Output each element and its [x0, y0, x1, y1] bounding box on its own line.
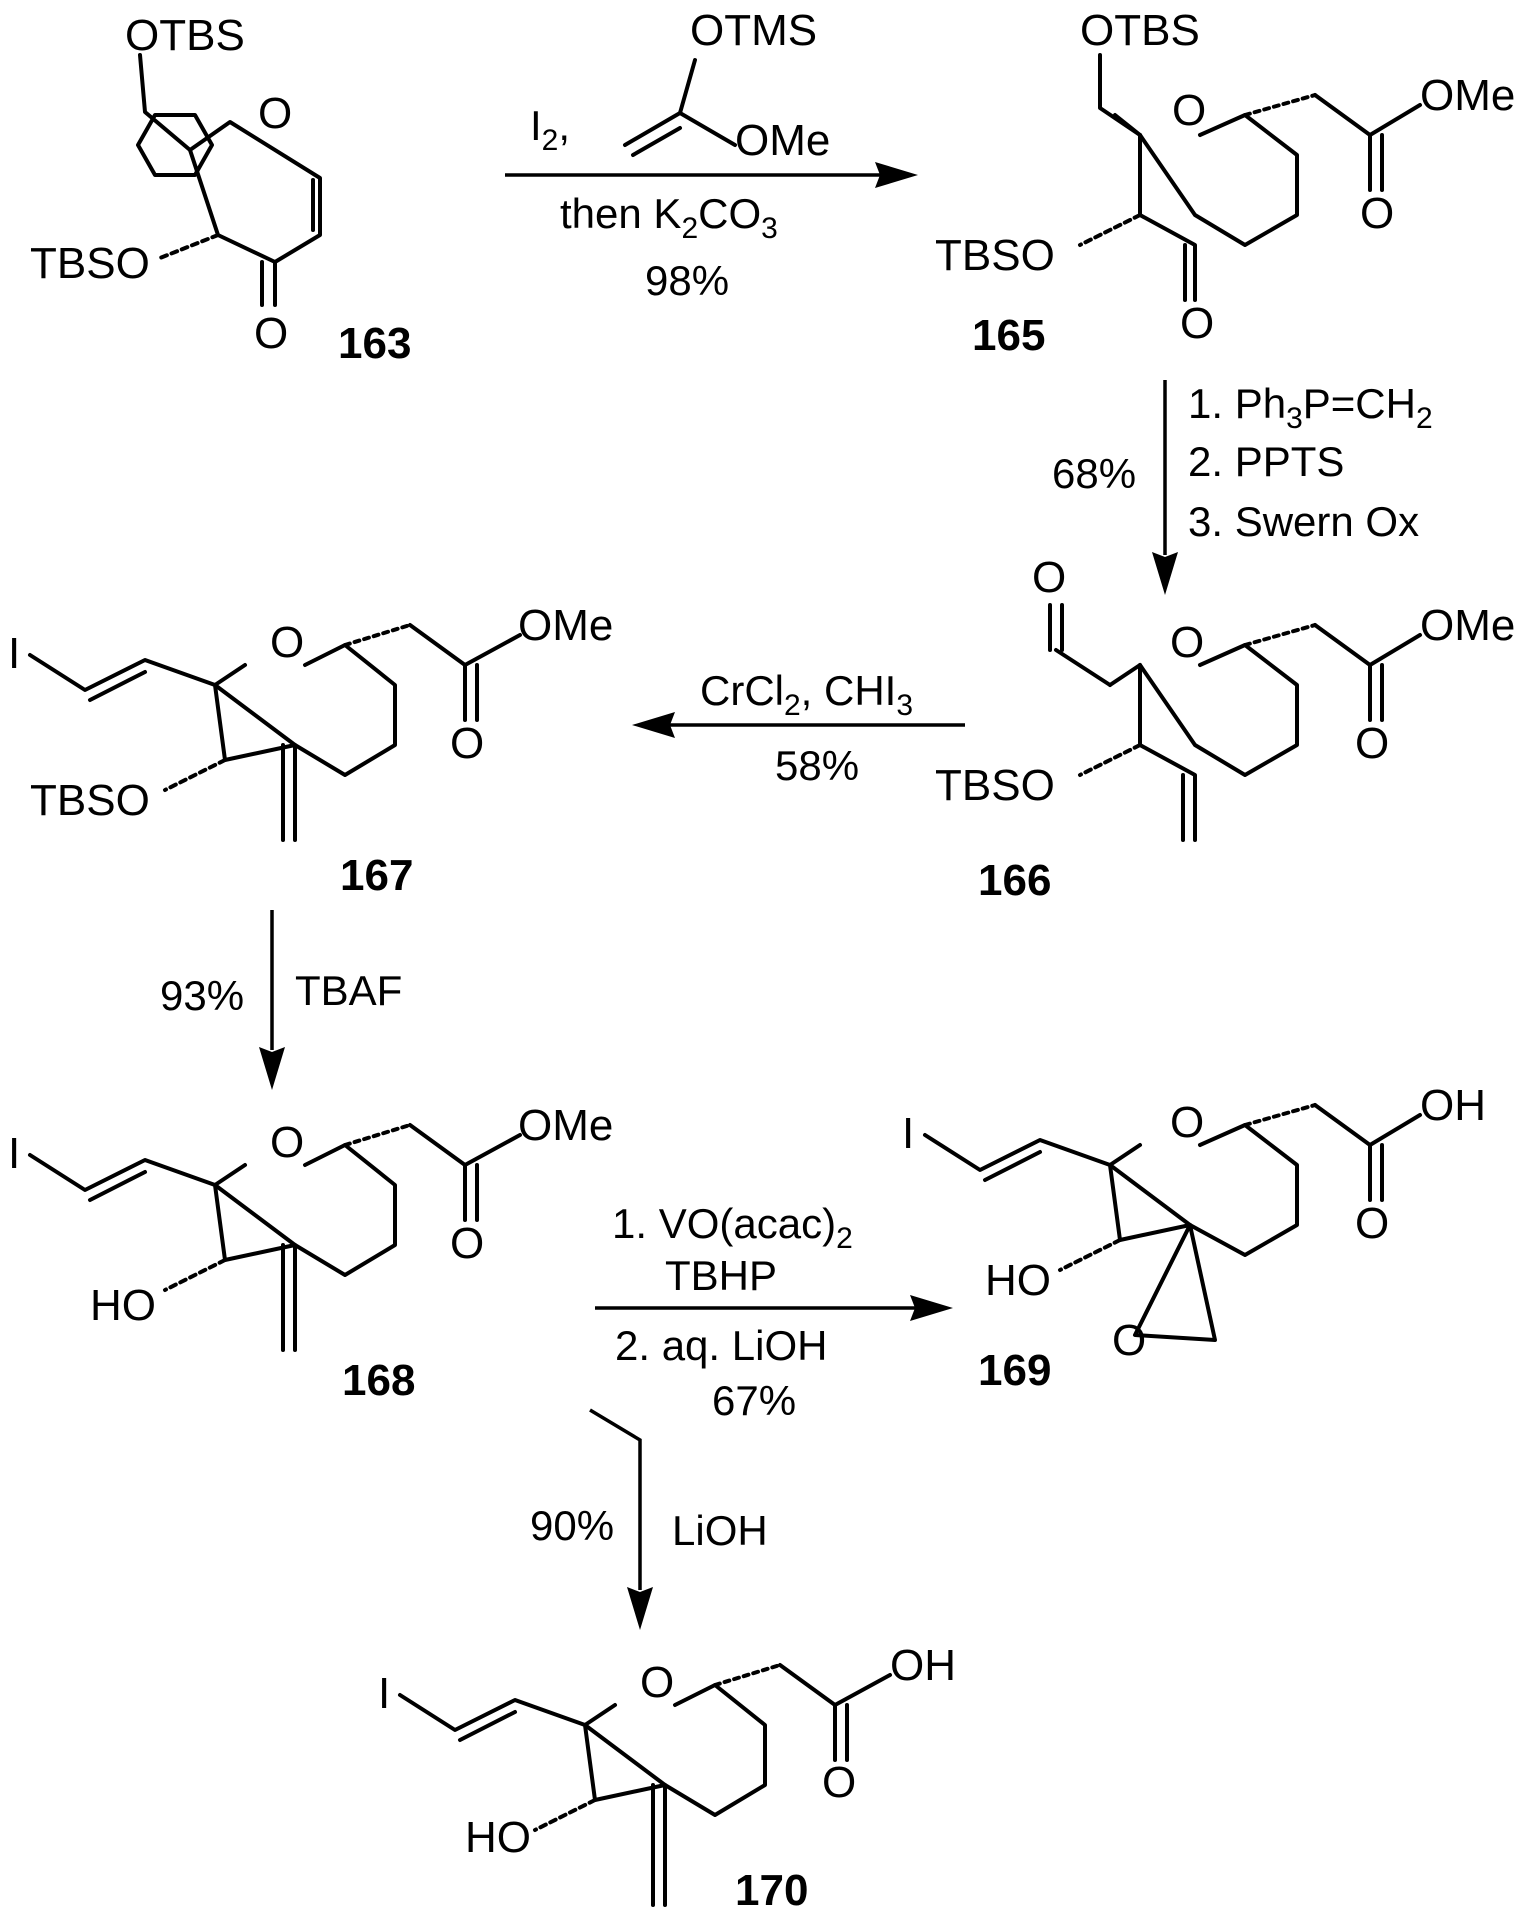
step-6-yield: 90% — [530, 1502, 614, 1549]
step-2-yield: 68% — [1052, 450, 1136, 497]
carbonyl-oxygen-label: O — [1355, 719, 1389, 768]
carbonyl-oxygen-label: O — [450, 1219, 484, 1268]
ring-oxygen-label: O — [640, 1658, 674, 1707]
step-5: 1. VO(acac)2 TBHP 2. aq. LiOH 67% — [595, 1200, 953, 1424]
step-4-reagent: TBAF — [295, 967, 402, 1014]
aldehyde-oxygen-label: O — [1032, 553, 1066, 602]
step-2-reagent-3: 3. Swern Ox — [1188, 498, 1419, 545]
compound-number: 167 — [340, 851, 413, 900]
step-1-base: then K2CO3 — [560, 190, 778, 245]
compound-number: 163 — [338, 319, 411, 368]
compound-167: I O OMe O TBSO 167 — [8, 601, 613, 900]
step-2-reagent-1: 1. Ph3P=CH2 — [1188, 380, 1433, 435]
compound-number: 169 — [978, 1346, 1051, 1395]
iodine-label: I — [8, 1129, 20, 1178]
step-6: 90% LiOH — [530, 1408, 768, 1630]
step-3-reagent: CrCl2, CHI3 — [700, 667, 913, 722]
tbso-label: TBSO — [935, 231, 1055, 280]
otms-label: OTMS — [690, 6, 817, 55]
carbonyl-oxygen-label: O — [1355, 1199, 1389, 1248]
step-5-reagent-3: 2. aq. LiOH — [615, 1322, 827, 1369]
iodine-label: I — [8, 629, 20, 678]
step-5-reagent-1: 1. VO(acac)2 — [612, 1200, 853, 1255]
otbs-label: OTBS — [1080, 6, 1200, 55]
compound-number: 165 — [972, 311, 1045, 360]
step-1-reagent: I2, — [530, 102, 570, 157]
ho-label: HO — [465, 1813, 531, 1862]
compound-163: OTBS O TBSO O 163 — [30, 11, 411, 368]
step-1: I2, OTMS OMe then K2CO3 98% — [505, 6, 918, 304]
ring-oxygen-label: O — [270, 1118, 304, 1167]
step-2-reagent-2: 2. PPTS — [1188, 438, 1344, 485]
ome-label: OMe — [518, 1101, 613, 1150]
ring-oxygen-label: O — [1170, 618, 1204, 667]
ring-oxygen-label: O — [258, 89, 292, 138]
step-3-yield: 58% — [775, 742, 859, 789]
step-2: 68% 1. Ph3P=CH2 2. PPTS 3. Swern Ox — [1052, 380, 1433, 595]
step-5-reagent-2: TBHP — [665, 1252, 777, 1299]
compound-170: I O OH O HO 170 — [378, 1641, 956, 1915]
step-1-yield: 98% — [645, 257, 729, 304]
compound-166: O O OMe O TBSO 166 — [935, 553, 1515, 905]
epoxide-oxygen-label: O — [1112, 1316, 1146, 1365]
carbonyl-oxygen-label: O — [822, 1758, 856, 1807]
compound-number: 168 — [342, 1356, 415, 1405]
ring-oxygen-label: O — [270, 618, 304, 667]
step-3: CrCl2, CHI3 58% — [632, 667, 965, 789]
tbso-label: TBSO — [935, 761, 1055, 810]
oh-label: OH — [890, 1641, 956, 1690]
iodine-label: I — [902, 1109, 914, 1158]
compound-169: I O OH O HO O 169 — [902, 1081, 1486, 1395]
step-6-reagent: LiOH — [672, 1507, 768, 1554]
ome-label: OMe — [518, 601, 613, 650]
step-4: 93% TBAF — [160, 910, 402, 1090]
ome-label: OMe — [1420, 601, 1515, 650]
tbso-label: TBSO — [30, 776, 150, 825]
oh-label: OH — [1420, 1081, 1486, 1130]
ome-label: OMe — [1420, 71, 1515, 120]
ring-oxygen-label: O — [1170, 1098, 1204, 1147]
step-5-yield: 67% — [712, 1377, 796, 1424]
compound-number: 170 — [735, 1866, 808, 1915]
ring-oxygen-label: O — [1172, 86, 1206, 135]
step-4-yield: 93% — [160, 972, 244, 1019]
ketone-oxygen-label: O — [254, 309, 288, 358]
ho-label: HO — [985, 1256, 1051, 1305]
iodine-label: I — [378, 1669, 390, 1718]
compound-168: I O OMe O HO 168 — [8, 1101, 613, 1405]
ketone-oxygen-label: O — [1180, 299, 1214, 348]
compound-number: 166 — [978, 856, 1051, 905]
ho-label: HO — [90, 1281, 156, 1330]
carbonyl-oxygen-label: O — [450, 719, 484, 768]
otbs-label: OTBS — [125, 11, 245, 60]
compound-165: OTBS O OMe O TBSO O 165 — [935, 6, 1515, 360]
carbonyl-oxygen-label: O — [1360, 189, 1394, 238]
tbso-label: TBSO — [30, 239, 150, 288]
ome-label: OMe — [735, 116, 830, 165]
